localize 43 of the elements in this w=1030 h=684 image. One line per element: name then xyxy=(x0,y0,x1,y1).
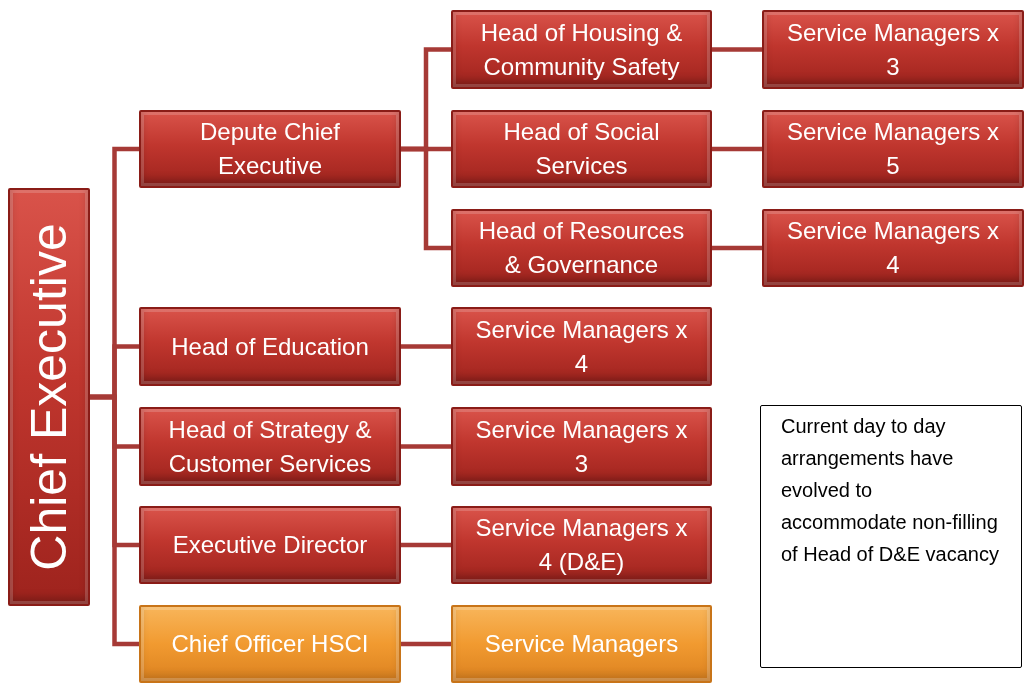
org-box xyxy=(139,506,401,584)
connector-line xyxy=(401,146,451,251)
org-box xyxy=(139,605,401,683)
role-label: Service Managers x 4 xyxy=(475,314,688,379)
org-box xyxy=(139,110,401,188)
connector-line xyxy=(401,344,451,349)
connector-line xyxy=(401,444,451,449)
role-label: Head of Housing & Community Safety xyxy=(479,17,684,82)
role-label: Head of Strategy & Customer Services xyxy=(167,414,373,479)
org-box xyxy=(8,188,90,606)
role-label: Head of Resources & Governance xyxy=(477,216,686,280)
org-box xyxy=(762,10,1024,89)
org-box xyxy=(451,110,712,188)
role-label: Head of Education xyxy=(171,331,369,362)
role-label: Service Managers x 3 xyxy=(475,414,688,479)
role-label: Service Managers x 4 xyxy=(786,216,1000,280)
note-box xyxy=(760,405,1022,668)
role-label: Service Managers x 4 (D&E) xyxy=(475,513,688,577)
org-box xyxy=(762,110,1024,188)
org-box xyxy=(139,407,401,486)
org-box xyxy=(451,605,712,683)
org-box xyxy=(451,307,712,386)
role-label: Chief Officer HSCI xyxy=(171,629,369,660)
org-box xyxy=(451,10,712,89)
role-label: Service Managers x 3 xyxy=(786,17,1000,82)
org-box xyxy=(762,209,1024,287)
connector-line xyxy=(401,641,451,647)
org-box xyxy=(451,506,712,584)
note-text: Current day to day arrangements have evolved to accommodate non-filling of Head of D&E vacancy xyxy=(781,414,1000,567)
connector-line xyxy=(712,245,762,251)
connector-line xyxy=(401,542,451,548)
role-label: Head of Social Services xyxy=(502,117,661,181)
role-label: Executive Director xyxy=(172,530,368,561)
role-label: Service Managers x 5 xyxy=(786,117,1000,181)
connector-line xyxy=(712,146,762,152)
connector-line xyxy=(712,47,762,52)
role-label: Chief Executive xyxy=(20,223,78,571)
org-box xyxy=(451,209,712,287)
connector-line xyxy=(90,394,139,647)
org-box xyxy=(139,307,401,386)
role-label: Service Managers xyxy=(484,629,679,660)
role-label: Depute Chief Executive xyxy=(198,117,342,181)
org-box xyxy=(451,407,712,486)
